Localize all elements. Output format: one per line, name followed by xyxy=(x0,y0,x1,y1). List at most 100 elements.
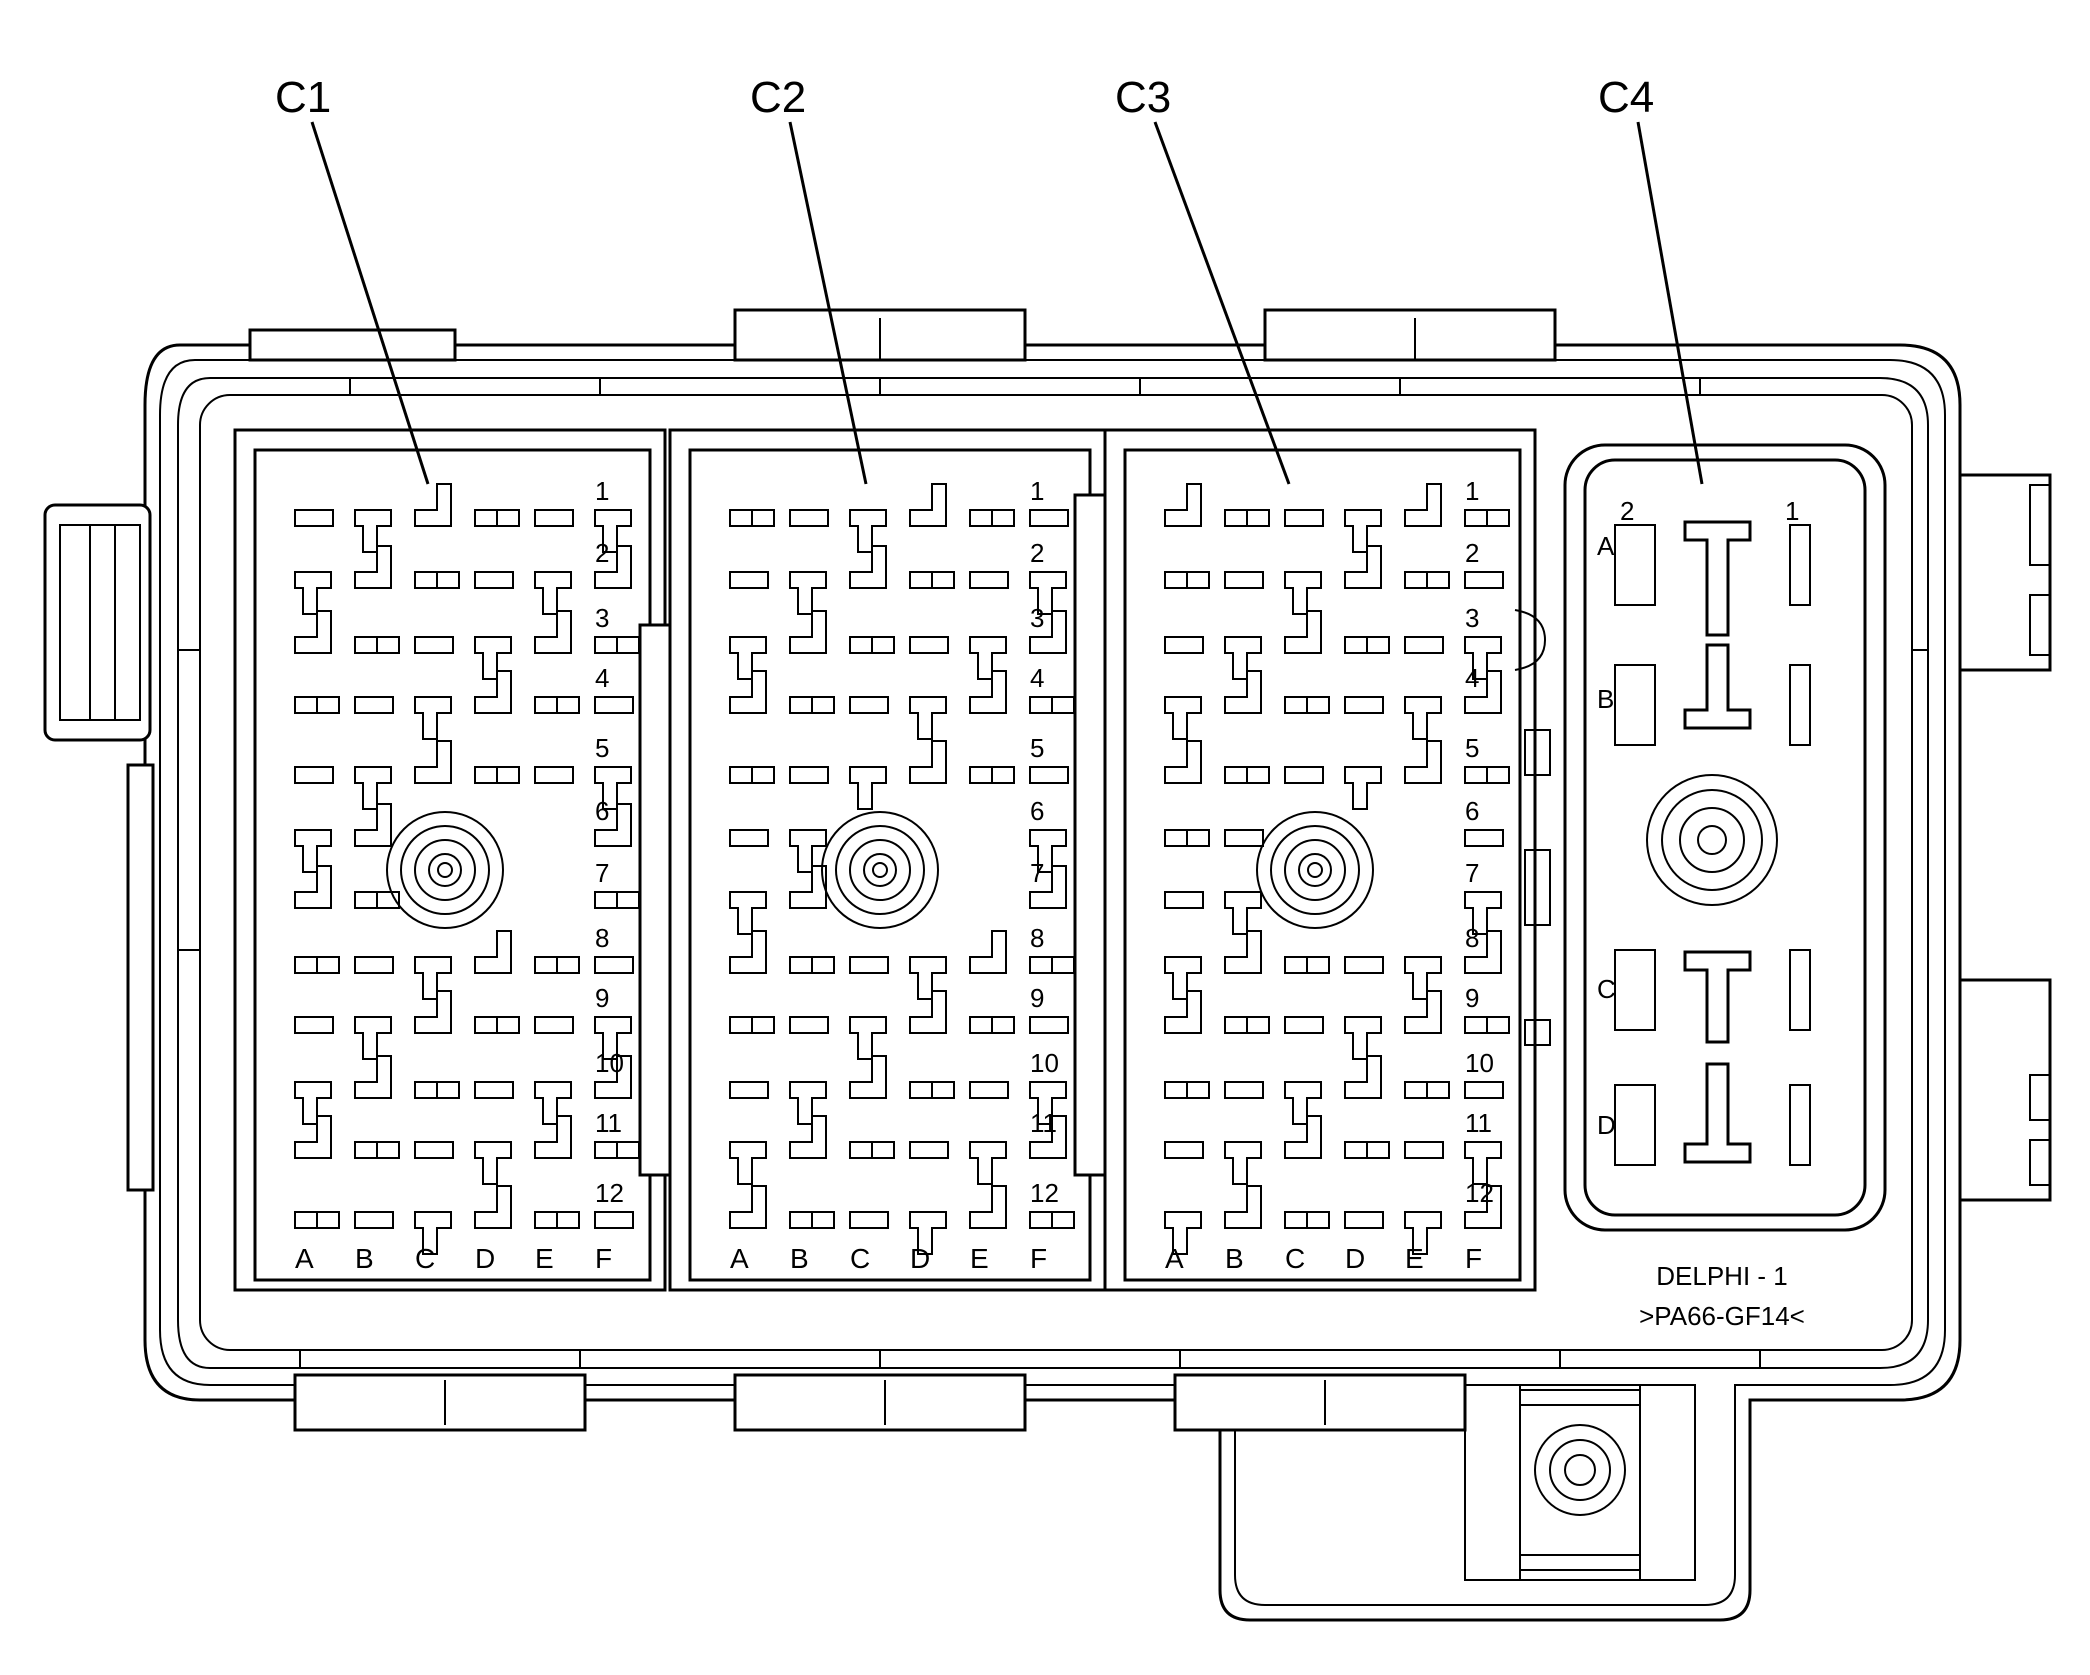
cavity xyxy=(909,740,947,784)
column-label: A xyxy=(730,1243,749,1274)
cavity xyxy=(294,696,340,714)
cavity xyxy=(1164,1211,1202,1255)
cavity xyxy=(354,636,400,654)
cavity xyxy=(1164,483,1202,527)
cavity xyxy=(789,956,835,974)
cavity xyxy=(969,1081,1009,1099)
cavity xyxy=(1344,636,1390,654)
cavity xyxy=(1224,1141,1262,1185)
cavity xyxy=(1404,636,1444,654)
marking-line-2: >PA66-GF14< xyxy=(1639,1301,1805,1331)
cavity xyxy=(909,1211,947,1255)
cavity xyxy=(1164,740,1202,784)
cavity xyxy=(594,891,640,909)
cavity xyxy=(729,1016,775,1034)
cavities-c1 xyxy=(294,483,640,1255)
cavity xyxy=(1464,829,1504,847)
cavity xyxy=(354,545,392,589)
cavity xyxy=(414,1141,454,1159)
column-label: A xyxy=(1165,1243,1184,1274)
center-bolt-ring xyxy=(1284,839,1346,901)
column-label: F xyxy=(1465,1243,1482,1274)
column-label: E xyxy=(970,1243,989,1274)
cavity xyxy=(534,1211,580,1229)
column-label: C xyxy=(1285,1243,1305,1274)
cavity xyxy=(414,696,452,740)
leader-c2 xyxy=(788,121,868,485)
cavity xyxy=(1464,670,1502,714)
cavity xyxy=(789,1115,827,1159)
cavity xyxy=(849,1141,895,1159)
cavity xyxy=(594,1211,634,1229)
cavity xyxy=(594,545,632,589)
row-label: 6 xyxy=(1030,796,1044,826)
row-label: 12 xyxy=(595,1178,624,1208)
row-label: 4 xyxy=(1465,663,1479,693)
row-label: 3 xyxy=(1465,603,1479,633)
cavity xyxy=(729,766,775,784)
cavity xyxy=(1029,956,1075,974)
cavity xyxy=(474,670,512,714)
column-label: B xyxy=(1225,1243,1244,1274)
row-label: 4 xyxy=(595,663,609,693)
cavity xyxy=(1404,1081,1450,1099)
cavity xyxy=(294,865,332,909)
cavity xyxy=(1224,670,1262,714)
cavity xyxy=(1404,990,1442,1034)
cavity xyxy=(729,1081,769,1099)
cavity xyxy=(849,545,887,589)
row-label: 3 xyxy=(1030,603,1044,633)
cavity xyxy=(354,1211,394,1229)
row-label: 5 xyxy=(1465,733,1479,763)
row-label: 7 xyxy=(1465,858,1479,888)
cavity xyxy=(1344,956,1384,974)
cavity xyxy=(354,1055,392,1099)
cavity xyxy=(1224,766,1270,784)
column-label: D xyxy=(1345,1243,1365,1274)
c4-pin-1: 1 xyxy=(1785,496,1799,526)
cavity xyxy=(1029,696,1075,714)
cavity xyxy=(1464,766,1510,784)
row-label: 12 xyxy=(1030,1178,1059,1208)
column-label: D xyxy=(910,1243,930,1274)
cavity xyxy=(789,696,835,714)
callout-c3: C3 xyxy=(1115,73,1171,122)
cavity xyxy=(1464,1081,1504,1099)
cavity xyxy=(1029,766,1069,784)
cavity xyxy=(729,670,767,714)
cavity xyxy=(294,1016,334,1034)
cavity xyxy=(534,696,580,714)
cavity xyxy=(1344,696,1384,714)
column-label: A xyxy=(295,1243,314,1274)
row-label: 9 xyxy=(595,983,609,1013)
cavity xyxy=(1224,1185,1262,1229)
leader-c4 xyxy=(1636,121,1704,485)
cavity xyxy=(909,636,949,654)
row-label: 1 xyxy=(595,476,609,506)
c4-labels: 2 1 A B C D xyxy=(1597,496,1799,1140)
cavity xyxy=(969,1016,1015,1034)
marking-line-1: DELPHI - 1 xyxy=(1656,1261,1788,1291)
column-label: B xyxy=(355,1243,374,1274)
cavity xyxy=(1404,571,1450,589)
row-label: 6 xyxy=(595,796,609,826)
row-label: 10 xyxy=(1030,1048,1059,1078)
center-bolt-ring xyxy=(849,839,911,901)
connector-c4 xyxy=(1563,443,1887,1232)
callout-c1: C1 xyxy=(275,73,331,122)
cavity xyxy=(1224,930,1262,974)
cavity xyxy=(1164,1081,1210,1099)
cavity xyxy=(354,696,394,714)
center-bolt-ring xyxy=(437,862,453,878)
row-label: 9 xyxy=(1030,983,1044,1013)
row-label: 10 xyxy=(1465,1048,1494,1078)
center-bolt-ring xyxy=(1256,811,1374,929)
cavities-c2 xyxy=(729,483,1075,1255)
cavity xyxy=(909,1081,955,1099)
cavity xyxy=(789,1016,829,1034)
c4-row-d: D xyxy=(1597,1110,1616,1140)
cavity xyxy=(1464,571,1504,589)
column-label: F xyxy=(595,1243,612,1274)
